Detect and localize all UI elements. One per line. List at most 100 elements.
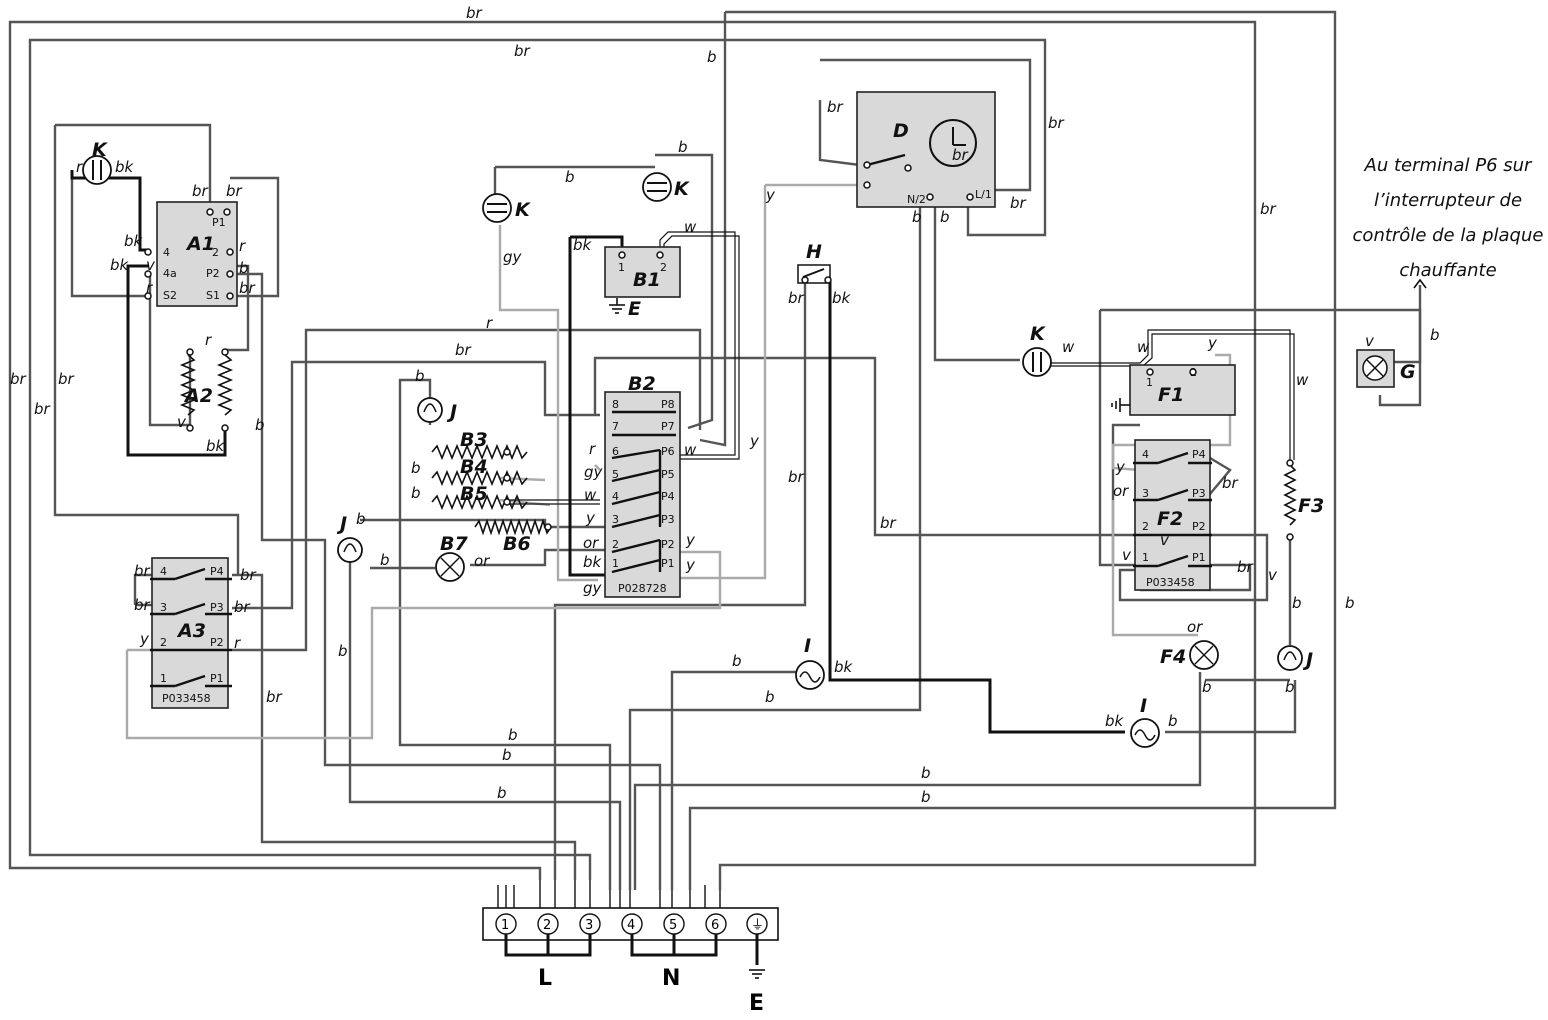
svg-text:br: br [788, 468, 805, 486]
svg-text:4: 4 [163, 246, 170, 259]
svg-text:P2: P2 [1192, 520, 1206, 533]
svg-text:K: K [515, 199, 531, 221]
wire-labels: br br b br br br br b b br y b b w bk gy… [10, 4, 1440, 806]
svg-text:P3: P3 [1192, 487, 1206, 500]
lamp-j-3: J [1277, 645, 1313, 671]
svg-text:or: or [1113, 482, 1129, 500]
component-a1: A1 P1 4 4a S2 2 P2 S1 [156, 201, 238, 307]
label-f3: F3 [1298, 495, 1324, 517]
svg-text:I: I [1140, 695, 1147, 717]
svg-text:or: or [1187, 618, 1203, 636]
svg-text:b: b [912, 208, 922, 226]
svg-text:r: r [239, 237, 246, 255]
svg-text:br: br [240, 566, 257, 584]
svg-text:P4: P4 [1192, 448, 1206, 461]
svg-text:P5: P5 [661, 468, 675, 481]
svg-text:y: y [139, 630, 150, 648]
svg-text:b: b [1168, 712, 1178, 730]
svg-text:P4: P4 [661, 490, 675, 503]
svg-text:b: b [255, 416, 265, 434]
lamp-i-1: I [795, 635, 825, 690]
svg-text:P3: P3 [210, 601, 224, 614]
svg-text:bk: bk [115, 158, 135, 176]
component-f1: F1 1 2 [1129, 364, 1236, 416]
svg-text:w: w [584, 486, 597, 504]
component-f2: F2 4 3 2 1 P4 P3 P2 P1 P033458 [1133, 439, 1212, 591]
resistors [179, 354, 1297, 536]
component-a3: A3 4 3 2 1 P4 P3 P2 P1 P033458 [150, 557, 232, 709]
terminal-3: 3 [585, 918, 593, 933]
ground-e-b1 [609, 298, 625, 314]
svg-text:b: b [1285, 678, 1295, 696]
svg-text:I: I [804, 635, 811, 657]
svg-text:y: y [765, 186, 776, 204]
label-b3: B3 [460, 429, 488, 451]
svg-text:2: 2 [160, 636, 167, 649]
terminal-block: 1 2 3 4 5 6 ⏚ L N E [482, 880, 779, 1016]
label-d: D [893, 120, 909, 142]
component-b2: B2 8 7 6 5 4 3 2 1 P8 P7 P6 P5 P4 P3 P2 … [604, 373, 681, 598]
svg-text:b: b [1202, 678, 1212, 696]
label-b6: B6 [503, 533, 531, 555]
svg-text:or: or [474, 552, 490, 570]
svg-text:or: or [583, 534, 599, 552]
svg-text:br: br [788, 289, 805, 307]
svg-text:br: br [1260, 200, 1277, 218]
svg-text:bk: bk [834, 658, 854, 676]
note-p6-terminal: Au terminal P6 sur l’interrupteur de con… [1352, 155, 1544, 281]
svg-text:br: br [455, 341, 472, 359]
svg-text:4: 4 [612, 490, 619, 503]
svg-text:v: v [1365, 332, 1375, 350]
fan-b7: B7 [435, 533, 468, 582]
svg-text:b: b [940, 208, 950, 226]
svg-text:K: K [1030, 323, 1046, 345]
terminal-2: 2 [543, 918, 551, 933]
label-b4: B4 [460, 456, 488, 478]
svg-text:gy: gy [584, 463, 604, 481]
svg-text:bk: bk [206, 437, 226, 455]
svg-text:w: w [684, 218, 697, 236]
svg-text:B7: B7 [440, 533, 468, 555]
svg-text:v: v [177, 413, 187, 431]
label-f2: F2 [1157, 508, 1183, 530]
svg-text:S1: S1 [206, 289, 220, 302]
label-b1: B1 [633, 269, 661, 291]
svg-text:6: 6 [612, 445, 619, 458]
svg-text:1: 1 [612, 557, 619, 570]
svg-text:b: b [411, 459, 421, 477]
svg-text:P6: P6 [661, 445, 675, 458]
svg-text:b: b [765, 688, 775, 706]
svg-text:br: br [266, 688, 283, 706]
svg-text:P3: P3 [661, 513, 675, 526]
terminal-ground: ⏚ [751, 918, 764, 933]
component-g: G [1356, 349, 1416, 388]
svg-text:v: v [146, 256, 156, 274]
svg-text:y: y [585, 509, 596, 527]
svg-text:2: 2 [212, 246, 219, 259]
label-a2: A2 [183, 385, 213, 407]
lamp-i-2: I [1130, 695, 1160, 748]
svg-text:P2: P2 [206, 267, 220, 280]
terminal-5: 5 [669, 918, 677, 933]
svg-text:P7: P7 [661, 420, 675, 433]
svg-text:bk: bk [124, 232, 144, 250]
svg-text:J: J [1302, 649, 1313, 671]
svg-text:br: br [10, 370, 27, 388]
svg-text:b: b [1345, 594, 1355, 612]
svg-text:7: 7 [612, 420, 619, 433]
ground-f1 [1111, 398, 1130, 412]
part-number-f2: P033458 [1146, 576, 1195, 589]
svg-text:y: y [1207, 334, 1218, 352]
part-number-b2: P028728 [618, 582, 667, 595]
label-e-b1: E [628, 298, 641, 320]
fan-f4: F4 [1160, 640, 1219, 670]
svg-text:b: b [338, 642, 348, 660]
svg-text:1: 1 [1146, 376, 1153, 389]
label-b2: B2 [628, 373, 656, 395]
svg-text:P1: P1 [210, 672, 224, 685]
svg-text:b: b [502, 746, 512, 764]
label-a1: A1 [185, 233, 215, 255]
svg-text:v: v [1122, 546, 1132, 564]
svg-text:bk: bk [832, 289, 852, 307]
